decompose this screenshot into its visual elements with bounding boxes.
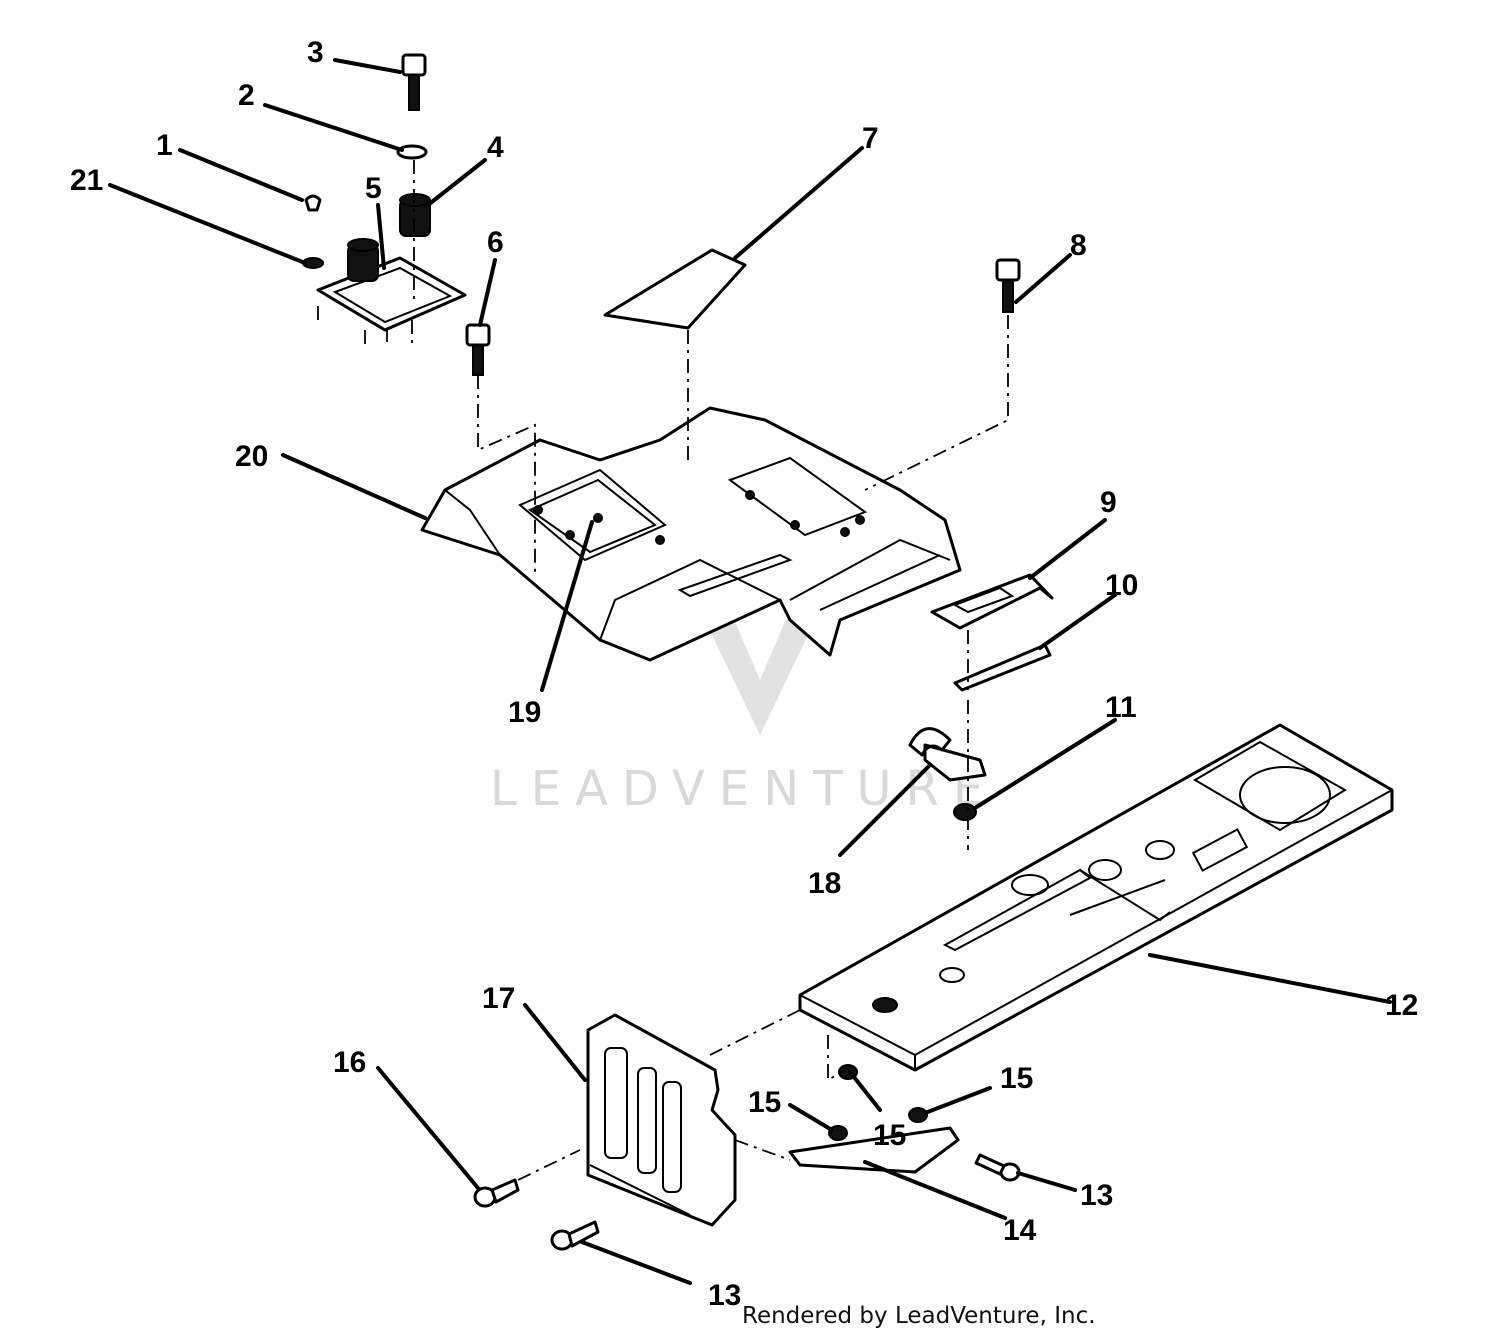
part-bolt-3[interactable] <box>401 53 427 111</box>
part-washer[interactable] <box>396 144 428 160</box>
callout-13-lower: 13 <box>708 1279 741 1312</box>
callout-15-mid: 15 <box>873 1119 906 1152</box>
callout-1-3: 3 <box>307 36 324 69</box>
part-mount-plate[interactable] <box>316 238 467 332</box>
part-plate-10[interactable] <box>953 643 1052 692</box>
callout-18: 18 <box>808 867 841 900</box>
watermark-text: LEADVENTURE <box>490 761 997 817</box>
part-decal[interactable] <box>603 248 747 330</box>
part-fender[interactable] <box>420 406 962 662</box>
callout-13-right: 13 <box>1080 1179 1113 1212</box>
callout-17: 17 <box>482 982 515 1015</box>
part-bumper[interactable] <box>399 193 431 237</box>
callout-11: 11 <box>1105 691 1137 724</box>
callouts: 3 2 1 21 5 4 6 7 8 9 10 11 12 13 13 14 1… <box>70 36 1418 1312</box>
callout-16: 16 <box>333 1046 366 1079</box>
credit-text: Rendered by LeadVenture, Inc. <box>742 1303 1096 1329</box>
callout-5: 5 <box>365 172 382 205</box>
callout-7: 7 <box>862 122 879 155</box>
assembly-lines <box>317 160 1009 1181</box>
callout-19: 19 <box>508 696 541 729</box>
callout-1-2: 2 <box>238 79 255 112</box>
part-nut-15-c[interactable] <box>908 1107 928 1123</box>
callout-9: 9 <box>1100 486 1117 519</box>
callout-12: 12 <box>1385 989 1418 1022</box>
part-bolt-13-lower[interactable] <box>550 1220 600 1251</box>
callout-21: 21 <box>70 164 103 197</box>
part-pin[interactable] <box>304 194 322 212</box>
part-bracket-14[interactable] <box>788 1126 960 1174</box>
part-nut-11[interactable] <box>953 803 977 821</box>
callout-1-1: 1 <box>156 129 173 162</box>
callout-20: 20 <box>235 440 268 473</box>
part-bolt-6[interactable] <box>465 323 491 376</box>
callout-10: 10 <box>1105 569 1138 602</box>
callout-8: 8 <box>1070 229 1087 262</box>
watermark: LEADVENTURE <box>490 610 997 817</box>
callout-6: 6 <box>487 226 504 259</box>
callout-14: 14 <box>1003 1214 1037 1247</box>
callout-15-right: 15 <box>1000 1062 1033 1095</box>
part-bracket-9[interactable] <box>930 573 1054 630</box>
watermark-logo <box>700 610 820 735</box>
part-bolt-16[interactable] <box>473 1178 520 1208</box>
part-bolt-13-right[interactable] <box>974 1153 1021 1182</box>
part-guard-17[interactable] <box>586 1013 737 1227</box>
part-clip-18[interactable] <box>908 727 987 782</box>
part-bolt-8[interactable] <box>995 258 1021 313</box>
leader-lines <box>108 58 1392 1285</box>
callout-4: 4 <box>487 131 504 164</box>
callout-15-left: 15 <box>748 1086 781 1119</box>
